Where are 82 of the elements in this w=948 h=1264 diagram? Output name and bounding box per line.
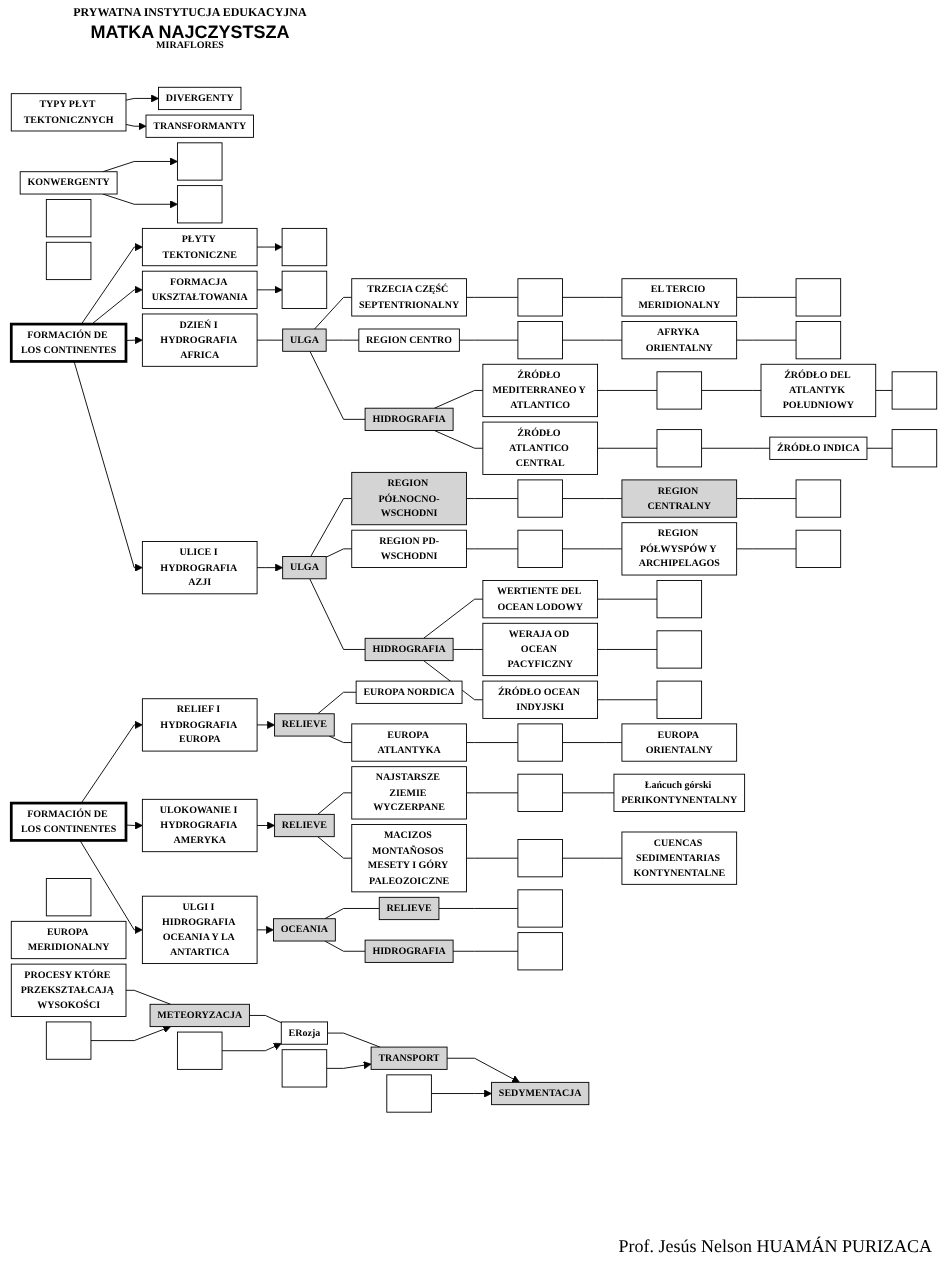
- connector: [875, 390, 893, 391]
- connector: [466, 742, 519, 743]
- connector: [562, 339, 623, 341]
- connector: [562, 857, 623, 859]
- node-box: [281, 227, 328, 267]
- connector: [317, 792, 353, 815]
- connector: [314, 296, 353, 330]
- connector: [325, 339, 360, 341]
- node-box: [517, 321, 563, 360]
- connector: [466, 792, 519, 794]
- node-box: [891, 429, 938, 468]
- node-box: [656, 680, 703, 719]
- connector: [736, 339, 797, 341]
- connector: [736, 498, 797, 499]
- connector: [452, 950, 519, 952]
- node-box: [656, 580, 703, 619]
- connector: [866, 447, 893, 449]
- connector: [597, 598, 658, 600]
- node-box: [517, 529, 563, 568]
- node-box: [656, 371, 703, 410]
- node-box: [176, 1031, 223, 1070]
- connector: [433, 390, 484, 409]
- node-box: [656, 429, 703, 468]
- connector: [466, 296, 519, 298]
- node-box: [656, 630, 703, 669]
- node-box: [517, 889, 563, 928]
- node-box: [891, 371, 938, 410]
- connector: [458, 339, 519, 341]
- connector: [433, 430, 484, 449]
- connector: [452, 649, 484, 650]
- node-box: [795, 529, 842, 568]
- node-box: [795, 321, 842, 360]
- node-box: [176, 185, 223, 224]
- node-box: [45, 1021, 92, 1060]
- connector: [248, 1015, 282, 1024]
- node-box: [45, 878, 92, 917]
- connector: [562, 548, 623, 550]
- connector: [327, 1032, 381, 1048]
- connector: [310, 498, 353, 557]
- node-box: [281, 1049, 328, 1088]
- node-box: [45, 241, 92, 281]
- connector: [466, 498, 519, 499]
- node-box: [517, 932, 563, 971]
- node-box: [176, 142, 223, 181]
- connector: [317, 836, 353, 859]
- connector: [736, 296, 797, 298]
- connector: [125, 989, 172, 1005]
- connector: [562, 792, 615, 794]
- node-box: [517, 773, 563, 812]
- node-box: [517, 839, 563, 878]
- connector: [597, 649, 658, 650]
- connector: [438, 908, 519, 909]
- node-box: [386, 1074, 432, 1113]
- connector: [324, 908, 380, 920]
- node-box: [45, 199, 92, 238]
- connector: [701, 390, 762, 391]
- connector: [309, 350, 366, 420]
- connector: [466, 857, 519, 859]
- connector: [562, 296, 623, 298]
- connector: [597, 390, 658, 391]
- connector: [736, 548, 797, 550]
- node-box: [517, 278, 563, 317]
- connector: [466, 548, 519, 550]
- connector: [562, 498, 623, 499]
- connector: [423, 598, 484, 639]
- connector: [324, 940, 366, 952]
- node-box: [795, 278, 842, 317]
- author-credit: Prof. Jesús Nelson HUAMÁN PURIZACA: [618, 1236, 932, 1256]
- connector: [309, 578, 366, 650]
- connector: [701, 447, 771, 449]
- connector: [562, 742, 623, 743]
- node-box: [795, 479, 842, 518]
- node-box: [517, 479, 563, 518]
- node-box: [517, 723, 563, 762]
- connector: [317, 691, 357, 715]
- connector: [328, 735, 353, 743]
- connector: [325, 548, 353, 558]
- school-name: MATKA NAJCZYSTSZA: [88, 21, 292, 42]
- connector: [256, 339, 284, 341]
- node-box: [281, 270, 328, 309]
- connector: [597, 699, 658, 701]
- connector: [597, 447, 658, 449]
